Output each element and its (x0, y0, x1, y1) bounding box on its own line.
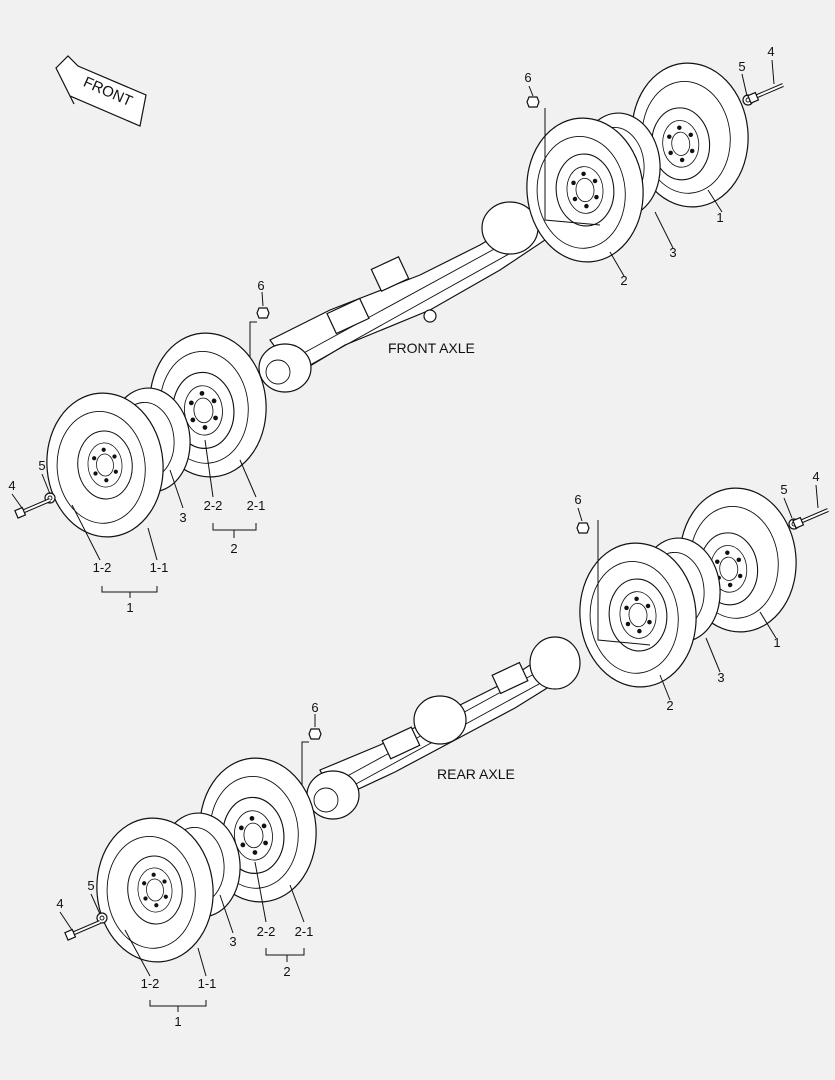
callout-front-center-6: 6 (257, 278, 264, 293)
callout-rear-left-1-2: 1-2 (141, 976, 160, 991)
front-axle-housing (258, 201, 546, 393)
front-left-bolt (12, 498, 52, 521)
front-right-wheel-group (520, 57, 785, 268)
callout-front-right-3: 3 (669, 245, 676, 260)
front-left-leaders (11, 439, 257, 598)
callout-front-left-2: 2 (230, 541, 237, 556)
callout-front-left-3: 3 (179, 510, 186, 525)
callout-rear-right-4: 4 (812, 469, 819, 484)
callout-front-left-4: 4 (8, 478, 15, 493)
rear-axle-assembly: REAR AXLE 6 5 4 1 3 2 6 (56, 469, 830, 1029)
front-axle-label: FRONT AXLE (388, 340, 475, 356)
callout-rear-left-1-1: 1-1 (198, 976, 217, 991)
callout-rear-left-5: 5 (87, 878, 94, 893)
rear-left-bolt (62, 920, 102, 943)
callout-rear-right-3: 3 (717, 670, 724, 685)
front-right-nut (526, 96, 540, 108)
callout-rear-center-6: 6 (311, 700, 318, 715)
front-axle-assembly: FRONT AXLE 4 5 6 1 3 2 6 (8, 44, 785, 615)
rear-right-bolt (790, 508, 830, 531)
callout-rear-left-2-2: 2-2 (257, 924, 276, 939)
callout-front-left-1-1: 1-1 (150, 560, 169, 575)
callout-front-right-4: 4 (767, 44, 774, 59)
callout-front-right-5: 5 (738, 59, 745, 74)
front-right-bolt (745, 83, 785, 106)
front-right-leaders (528, 59, 775, 277)
rear-right-wheel-group (573, 482, 830, 693)
front-direction-arrow: FRONT (55, 55, 147, 127)
callout-front-left-2-1: 2-1 (247, 498, 266, 513)
front-center-nut (256, 307, 270, 319)
rear-center-nut (308, 728, 322, 740)
callout-rear-left-2: 2 (283, 964, 290, 979)
callout-rear-left-4: 4 (56, 896, 63, 911)
callout-rear-right-2: 2 (666, 698, 673, 713)
callout-front-left-2-2: 2-2 (204, 498, 223, 513)
callout-front-left-5: 5 (38, 458, 45, 473)
callout-front-left-1: 1 (126, 600, 133, 615)
rear-left-leaders (59, 861, 305, 1012)
callout-front-right-1: 1 (716, 210, 723, 225)
callout-rear-right-1: 1 (773, 635, 780, 650)
rear-right-nut (576, 522, 590, 534)
callout-rear-right-5: 5 (780, 482, 787, 497)
rear-axle-housing (306, 636, 581, 820)
callout-rear-left-2-1: 2-1 (295, 924, 314, 939)
callout-front-right-2: 2 (620, 273, 627, 288)
callout-rear-right-6: 6 (574, 492, 581, 507)
front-left-wheel-group (12, 327, 273, 543)
callout-rear-left-1: 1 (174, 1014, 181, 1029)
rear-left-wheel-group (62, 752, 323, 968)
callout-rear-left-3: 3 (229, 934, 236, 949)
callout-front-right-6: 6 (524, 70, 531, 85)
rear-right-leaders (577, 484, 819, 701)
rear-axle-label: REAR AXLE (437, 766, 515, 782)
callout-front-left-1-2: 1-2 (93, 560, 112, 575)
